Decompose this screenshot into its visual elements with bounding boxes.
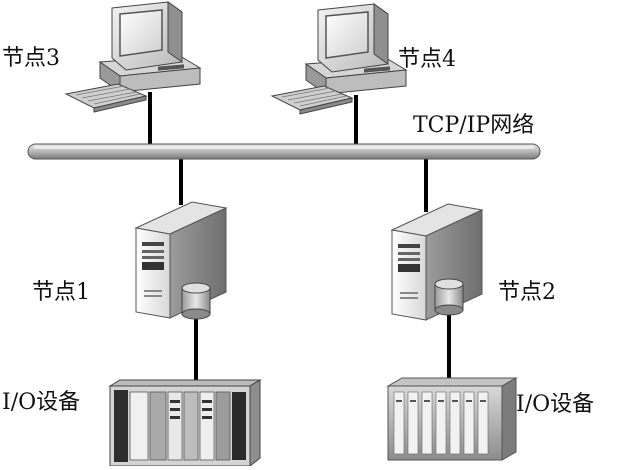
server-icon xyxy=(134,201,228,319)
node2-label: 节点2 xyxy=(498,280,556,305)
tcpip-bus xyxy=(27,143,541,160)
connection-lines xyxy=(148,92,451,384)
disk-icon xyxy=(434,278,464,316)
node3-label: 节点3 xyxy=(2,46,60,71)
node1-label: 节点1 xyxy=(32,280,90,305)
io-module-rack-icon xyxy=(386,377,518,461)
network-label: TCP/IP网络 xyxy=(413,113,535,138)
io-device-left-label: I/O设备 xyxy=(2,390,81,415)
workstation-icon xyxy=(64,1,202,113)
io-device-right-label: I/O设备 xyxy=(516,392,595,417)
workstation-icon xyxy=(270,3,408,115)
disk-icon xyxy=(181,282,211,320)
node4-label: 节点4 xyxy=(398,47,456,72)
plc-rack-icon xyxy=(108,379,262,468)
